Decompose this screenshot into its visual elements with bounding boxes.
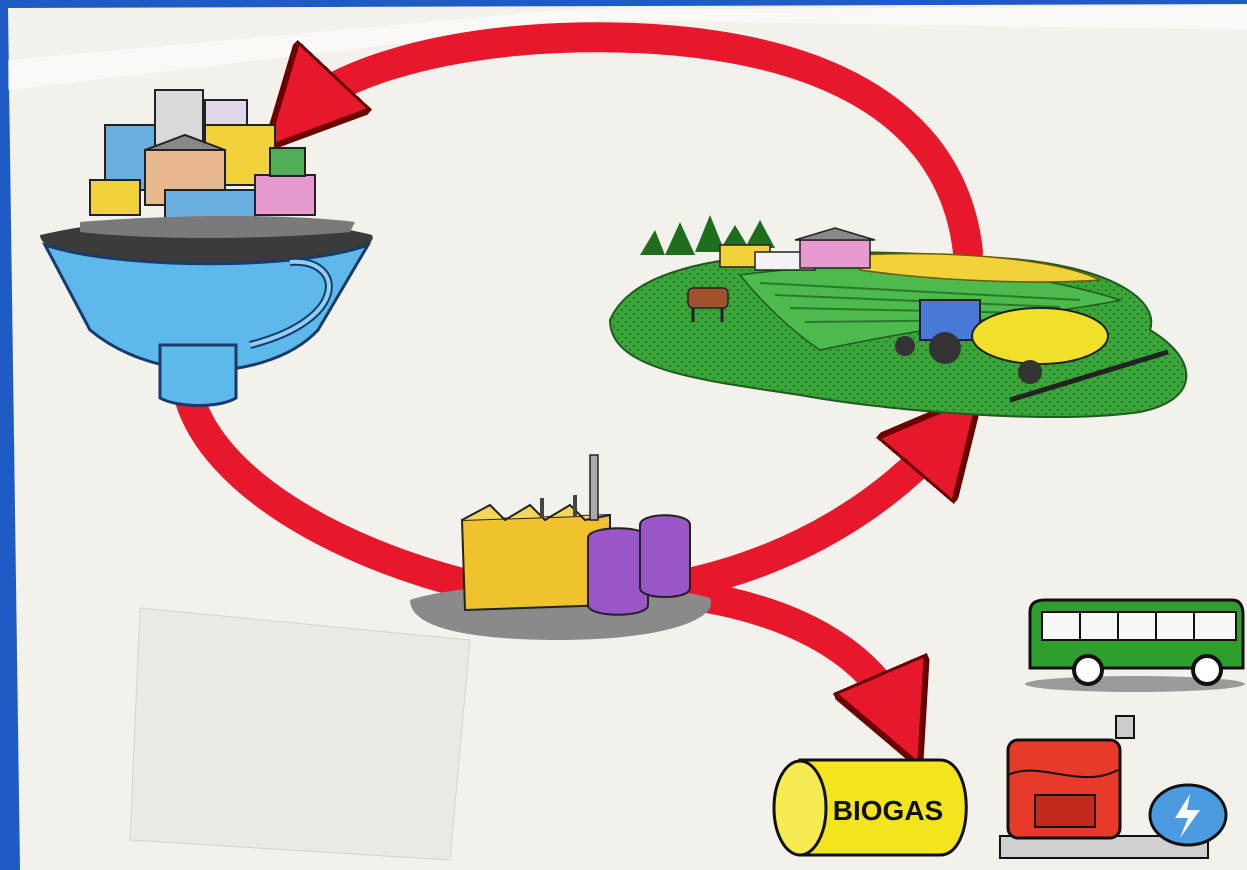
arrow-plant-to-farm: [665, 432, 948, 600]
arrow-city-to-plant: [175, 385, 485, 600]
biogas-plant-icon: [410, 454, 712, 640]
arrow-farm-to-city: [300, 22, 983, 267]
bus-icon: [1025, 598, 1245, 692]
biogas-label: BIOGAS: [833, 795, 943, 826]
generator-icon: [999, 715, 1228, 859]
arrow-plant-to-biogas: [675, 580, 900, 720]
city-funnel-icon: [40, 89, 373, 407]
farm-field-icon: [608, 215, 1188, 418]
biogas-tank-icon: BIOGAS: [772, 758, 968, 857]
cycle-arrows: [175, 22, 983, 720]
